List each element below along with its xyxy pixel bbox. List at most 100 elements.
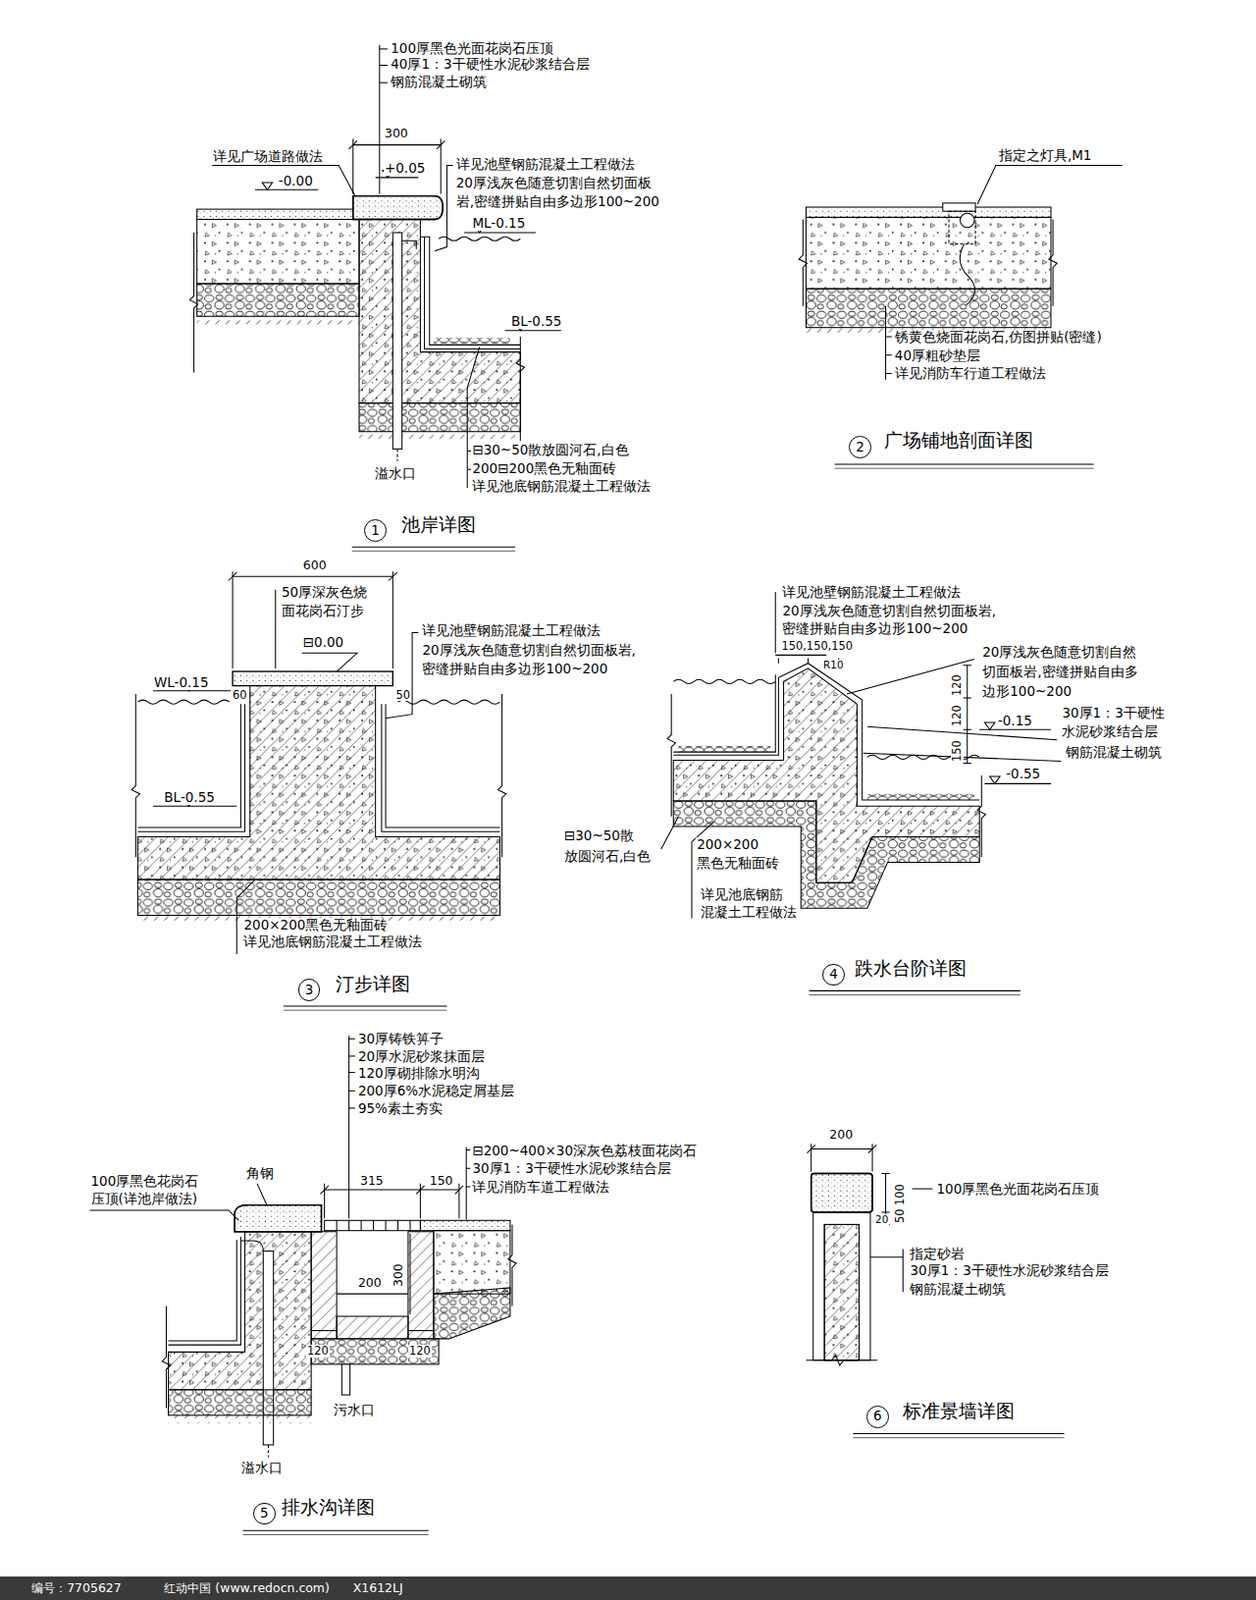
annotation-text: 60 [231,688,249,702]
pool-edge-section [353,196,444,220]
annotation-text: 详见池底钢筋混凝土工程做法 [471,478,652,494]
annotation-text: ⊟0.00 [302,634,345,650]
callout-number: 1 [370,523,380,538]
landscape-wall-section [811,1148,873,1150]
detail-title: 广场铺地剖面详图 [883,430,1035,452]
drain-channel-section [168,1389,313,1415]
pool-edge-section [379,64,388,66]
cascade-step-section [673,679,776,683]
annotation-text: 120厚砌排除水明沟 [357,1065,481,1081]
stepping-stone-section [137,703,245,832]
detail-title: 标准景墙详图 [901,1401,1016,1422]
annotation-text: 40厚1：3干硬性水泥砂浆结合层 [389,56,590,72]
drain-channel-section [336,1219,411,1230]
plaza-paving-section [835,463,1095,465]
annotation-text: 放圆河石,白色 [563,848,652,864]
annotation-text: ⊟200~400×30深灰色荔枝面花岗石 [471,1143,698,1158]
annotation-text: 压顶(详池岸做法) [90,1191,200,1206]
annotation-text: 密缝拼贴自由多边形100~200 [781,621,969,636]
drain-channel-section [433,1287,511,1339]
cascade-step-section [963,762,972,764]
drain-channel-section [466,1185,471,1187]
annotation-text: ML-0.15 [471,215,526,231]
annotation-text: 95%素土夯实 [357,1100,444,1116]
stepping-stone-section [381,703,501,832]
cascade-step-section [966,665,968,764]
annotation-text: 详见池壁钢筋混凝土工程做法 [455,157,636,172]
annotation-text: 20厚浅灰色随意切割自然切面板 [455,175,653,191]
cascade-step-section [809,990,1021,992]
annotation-text: 溢水口 [373,466,418,481]
plaza-paving-section [959,212,975,228]
dimension-text: 50 [893,1206,907,1224]
drain-channel-section [242,1529,428,1531]
landscape-wall-section [805,1355,878,1365]
pool-edge-section [424,236,522,349]
drain-channel-section [466,1167,471,1169]
annotation-text: 120 [306,1344,330,1358]
callout-number: 2 [855,440,865,455]
pool-edge-section [197,219,360,284]
cascade-step-section [990,776,1000,784]
pool-edge-section [440,138,442,194]
landscape-wall-section [868,1144,877,1152]
dimension-text: 150 [950,738,964,763]
annotation-text: 岩,密缝拼贴自由多边形100~200 [455,194,661,210]
annotation-text: 详见消防车道工程做法 [471,1179,611,1195]
stepping-stone-section [497,693,506,857]
annotation-text: 30厚1：3干硬性 [1060,705,1165,721]
annotation-text: 200×200 [695,837,760,852]
plaza-paving-section [885,306,887,380]
drain-channel-section [408,1329,434,1331]
annotation-text: R10 [822,659,844,671]
drain-channel-section [324,1189,421,1191]
annotation-text: 150,150,150 [780,639,854,653]
stepping-stone-section [232,575,393,577]
annotation-text: 600 [302,558,328,573]
pool-edge-section [359,431,521,440]
plaza-paving-section [835,468,1095,470]
drain-channel-section [168,1414,313,1423]
callout-number: 6 [873,1409,883,1423]
pool-edge-section [392,232,402,449]
pool-edge-section [379,82,388,84]
stepping-stone-section [232,671,393,686]
annotation-text: 角钢 [245,1165,275,1181]
callout-circle: 1 [364,519,387,542]
stepping-stone-section [137,685,500,881]
annotation-text: 200⊟200黑色无釉面砖 [471,461,618,476]
drain-channel-section [348,1035,350,1218]
pool-edge-section [433,337,511,344]
drain-channel-section [341,1363,350,1395]
plaza-paving-section [942,203,976,211]
annotation-text: -0.00 [277,173,314,189]
callout-circle: 2 [848,435,872,459]
annotation-text: -0.55 [1004,766,1042,782]
landscape-wall-section [824,1223,859,1360]
annotation-text: 50 [394,688,412,702]
pool-edge-section [197,283,360,316]
annotation-text: 300 [383,126,410,141]
pool-edge-section [434,164,454,251]
drain-channel-section [168,1236,242,1345]
drain-channel-section [324,1219,421,1230]
annotation-text: -0.15 [996,713,1034,729]
pool-edge-section [419,236,521,345]
stepping-stone-section [274,589,276,669]
plaza-paving-section [805,216,1051,289]
cascade-step-section [977,775,986,857]
drain-channel-section [168,1239,238,1341]
stepping-stone-section [137,879,500,915]
annotation-text: 溢水口 [240,1460,284,1475]
plaza-paving-section [798,164,1123,469]
drain-channel-section [416,1185,424,1194]
pool-edge-section [359,403,521,432]
plaza-paving-section [798,219,807,307]
stepping-stone-section [131,693,140,857]
cascade-step-section [963,697,972,699]
annotation-text: 150 [428,1173,455,1188]
annotation-text: 120 [408,1344,432,1358]
drain-channel-section [455,1185,464,1194]
pool-edge-section [197,315,360,324]
